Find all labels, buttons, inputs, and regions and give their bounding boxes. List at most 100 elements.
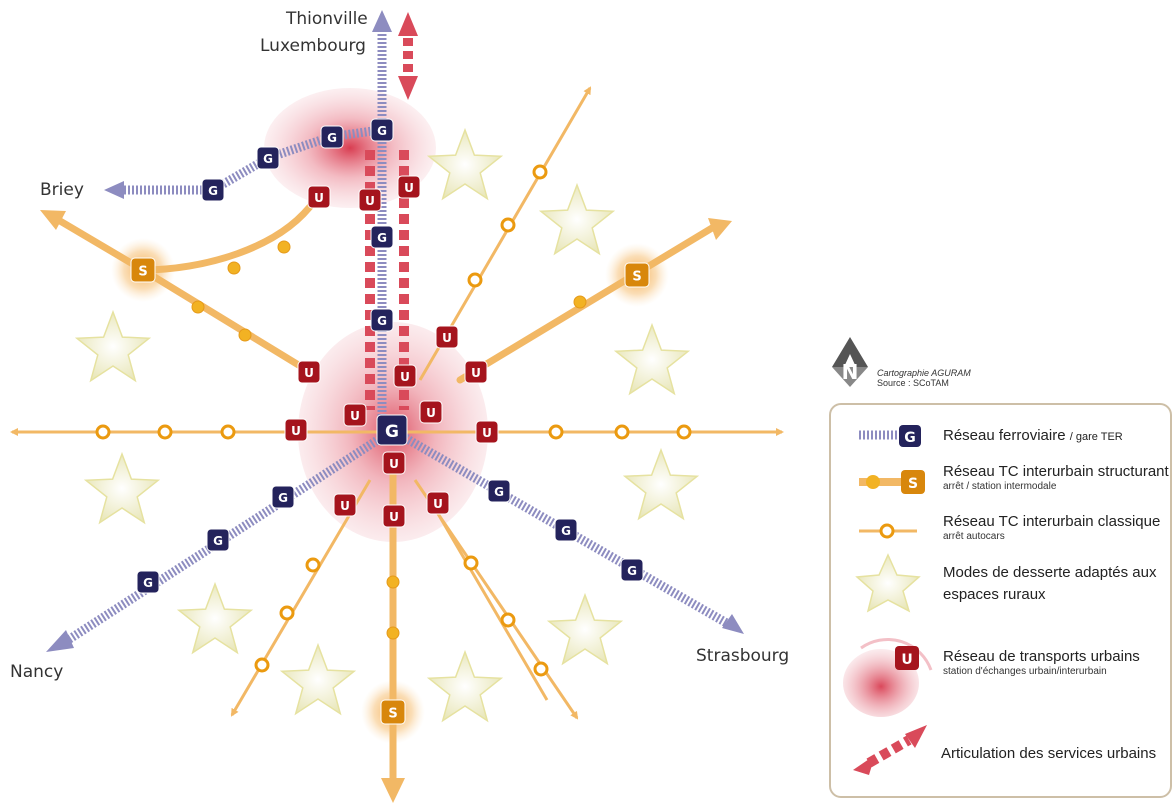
station-badge-U-20: U bbox=[343, 403, 367, 427]
station-badge-U-14: U bbox=[358, 188, 382, 212]
rural-stars bbox=[74, 127, 700, 723]
rail-briey-curve bbox=[210, 125, 381, 194]
svg-text:U: U bbox=[314, 191, 324, 205]
bus-stop-0 bbox=[95, 424, 111, 440]
structuring-stop-0 bbox=[191, 300, 205, 314]
station-badge-U-17: U bbox=[297, 360, 321, 384]
station-badge-S-29: S bbox=[624, 262, 650, 288]
station-badge-U-22: U bbox=[284, 418, 308, 442]
structuring-stop-5 bbox=[386, 575, 400, 589]
svg-text:G: G bbox=[263, 152, 273, 166]
station-badge-G-0: G bbox=[370, 118, 394, 142]
svg-text:G: G bbox=[494, 485, 504, 499]
svg-text:U: U bbox=[291, 424, 301, 438]
svg-text:G: G bbox=[385, 422, 399, 442]
station-badge-U-16: U bbox=[435, 325, 459, 349]
bus-stop-12 bbox=[463, 555, 479, 571]
svg-text:G: G bbox=[377, 124, 387, 138]
svg-text:G: G bbox=[327, 131, 337, 145]
bus-stop-10 bbox=[279, 605, 295, 621]
station-badge-G-5: G bbox=[370, 308, 394, 332]
credit-cartography: Cartographie AGURAM bbox=[877, 368, 971, 378]
svg-text:U: U bbox=[389, 457, 399, 471]
station-badge-U-21: U bbox=[419, 400, 443, 424]
bus-stop-2 bbox=[220, 424, 236, 440]
legend-rural-label: Modes de desserte adaptés aux espaces ru… bbox=[943, 564, 1157, 603]
svg-text:G: G bbox=[278, 491, 288, 505]
rail-arrow-north bbox=[372, 10, 392, 32]
station-badge-U-23: U bbox=[475, 420, 499, 444]
rural-star-5 bbox=[622, 447, 700, 521]
legend: G S U Réseau bbox=[829, 403, 1172, 798]
svg-text:G: G bbox=[904, 430, 916, 446]
svg-text:U: U bbox=[482, 426, 492, 440]
svg-text:G: G bbox=[561, 524, 571, 538]
bus-stop-9 bbox=[305, 557, 321, 573]
station-badge-G-12: G bbox=[620, 558, 644, 582]
structuring-stop-2 bbox=[227, 261, 241, 275]
svg-text:G: G bbox=[213, 534, 223, 548]
credits: Cartographie AGURAM Source : SCoTAM bbox=[877, 368, 971, 388]
tc-arrow-ne bbox=[708, 218, 732, 240]
station-badge-G-6: G bbox=[376, 414, 408, 446]
legend-classic-icon bbox=[859, 523, 917, 539]
structuring-stop-3 bbox=[277, 240, 291, 254]
north-arrow-icon: N bbox=[832, 337, 868, 387]
svg-text:G: G bbox=[208, 184, 218, 198]
bus-stop-5 bbox=[676, 424, 692, 440]
bus-stop-3 bbox=[548, 424, 564, 440]
svg-text:G: G bbox=[143, 576, 153, 590]
svg-text:S: S bbox=[632, 269, 641, 284]
svg-text:U: U bbox=[471, 366, 481, 380]
svg-text:S: S bbox=[388, 706, 397, 721]
tc-arrow-south bbox=[381, 778, 405, 803]
legend-structuring-label: Réseau TC interurbain structurant arrêt … bbox=[943, 463, 1169, 492]
svg-text:G: G bbox=[377, 314, 387, 328]
svg-text:U: U bbox=[400, 370, 410, 384]
legend-structuring-icon: S bbox=[859, 470, 925, 494]
legend-symbols: G S U bbox=[843, 425, 933, 775]
legend-articulation-label: Articulation des services urbains bbox=[941, 745, 1157, 762]
rail-arrow-nancy bbox=[46, 630, 74, 652]
station-badge-U-24: U bbox=[382, 451, 406, 475]
rural-star-3 bbox=[613, 322, 691, 396]
rural-star-9 bbox=[546, 592, 624, 666]
city-nancy: Nancy bbox=[10, 662, 64, 682]
rail-arrow-briey bbox=[104, 181, 124, 199]
tc-line-nw bbox=[139, 266, 314, 376]
legend-urban-label: Réseau de transports urbains station d'é… bbox=[943, 648, 1140, 677]
station-badge-U-25: U bbox=[333, 493, 357, 517]
legend-rail-icon: G bbox=[859, 425, 921, 447]
structuring-stop-6 bbox=[386, 626, 400, 640]
svg-text:U: U bbox=[304, 366, 314, 380]
station-badge-G-7: G bbox=[271, 485, 295, 509]
bus-stop-7 bbox=[500, 217, 516, 233]
city-thionville: Thionville bbox=[286, 9, 368, 29]
rural-star-4 bbox=[83, 451, 161, 525]
station-badge-G-1: G bbox=[320, 125, 344, 149]
svg-text:U: U bbox=[433, 497, 443, 511]
urban-halo-north bbox=[264, 88, 436, 208]
double-arrow-icon bbox=[398, 12, 418, 100]
svg-text:U: U bbox=[389, 510, 399, 524]
station-badge-G-9: G bbox=[136, 570, 160, 594]
station-badge-U-18: U bbox=[393, 364, 417, 388]
svg-text:U: U bbox=[365, 194, 375, 208]
rural-star-1 bbox=[538, 182, 616, 256]
rural-star-8 bbox=[426, 649, 504, 723]
station-badge-G-10: G bbox=[487, 479, 511, 503]
svg-text:U: U bbox=[404, 181, 414, 195]
credit-source: Source : SCoTAM bbox=[877, 378, 949, 388]
rural-star-2 bbox=[74, 309, 152, 383]
north-arrow-letter: N bbox=[842, 360, 859, 384]
svg-text:S: S bbox=[138, 264, 147, 279]
station-badge-S-30: S bbox=[380, 699, 406, 725]
rural-star-7 bbox=[279, 642, 357, 716]
station-badge-G-2: G bbox=[256, 146, 280, 170]
bus-stop-4 bbox=[614, 424, 630, 440]
bus-stop-1 bbox=[157, 424, 173, 440]
svg-text:G: G bbox=[627, 564, 637, 578]
station-badge-G-8: G bbox=[206, 528, 230, 552]
rural-star-6 bbox=[176, 581, 254, 655]
bus-line-sse bbox=[428, 499, 549, 701]
